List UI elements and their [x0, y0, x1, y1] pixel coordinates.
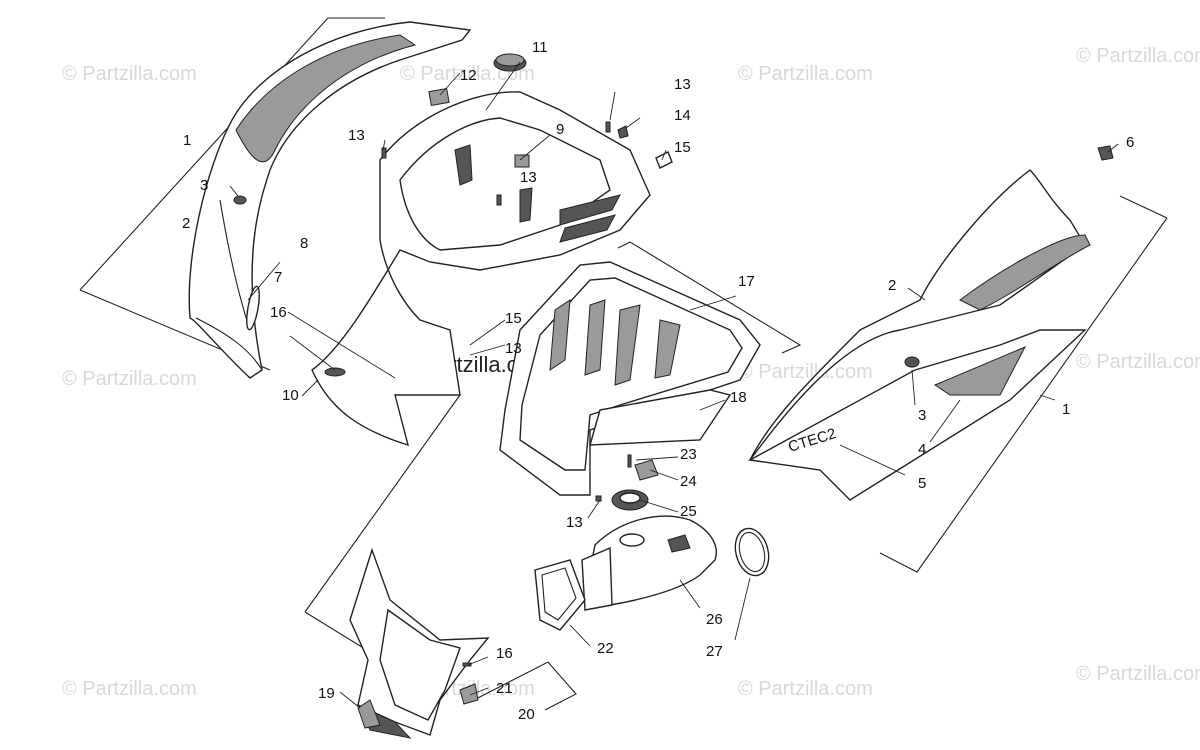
callout-13: 13 — [505, 340, 522, 357]
callout-7: 7 — [274, 269, 282, 286]
callout-18: 18 — [730, 389, 747, 406]
callout-4: 4 — [918, 441, 926, 458]
callout-13: 13 — [348, 127, 365, 144]
watermark: © Partzilla.com — [738, 361, 873, 383]
fasteners-top — [381, 121, 673, 206]
seal-22 — [534, 559, 586, 631]
callout-19: 19 — [318, 685, 335, 702]
watermark: © Partzilla.com — [1076, 45, 1200, 67]
airbox-17 — [499, 261, 761, 496]
clamp-27 — [734, 527, 770, 577]
callout-16: 16 — [270, 304, 287, 321]
callout-15: 15 — [505, 310, 522, 327]
mount-23-24-25 — [595, 454, 659, 511]
callout-27: 27 — [706, 643, 723, 660]
callout-13: 13 — [520, 169, 537, 186]
watermark: © Partzilla.com — [1076, 663, 1200, 685]
seal-7 — [246, 285, 260, 331]
group-bracket-right-panel — [879, 195, 1168, 573]
leader-lines — [229, 61, 1119, 709]
callout-6: 6 — [1126, 134, 1134, 151]
callout-13: 13 — [566, 514, 583, 531]
callout-20: 20 — [518, 706, 535, 723]
callout-26: 26 — [706, 611, 723, 628]
callout-2: 2 — [888, 277, 896, 294]
callout-21: 21 — [496, 680, 513, 697]
watermark: © Partzilla.com — [62, 368, 197, 390]
group-bracket-airbox — [617, 241, 802, 354]
callout-3: 3 — [918, 407, 926, 424]
callout-13: 13 — [674, 76, 691, 93]
duct-26 — [581, 515, 717, 611]
callout-2: 2 — [182, 215, 190, 232]
callout-9: 9 — [556, 121, 564, 138]
callout-24: 24 — [680, 473, 697, 490]
callout-14: 14 — [674, 107, 691, 124]
callout-22: 22 — [597, 640, 614, 657]
left-side-panel — [188, 21, 472, 379]
watermark: © Partzilla.com — [1076, 351, 1200, 373]
callouts: 1 2 3 7 8 16 10 13 12 11 9 13 13 14 15 1… — [182, 39, 1134, 723]
callout-16: 16 — [496, 645, 513, 662]
cap-11 — [493, 53, 527, 72]
watermark: © Partzilla.com — [62, 678, 197, 700]
callout-8: 8 — [300, 235, 308, 252]
watermark: © Partzilla.com — [738, 63, 873, 85]
watermarks: © Partzilla.com © Partzilla.com © Partzi… — [62, 45, 1200, 700]
callout-1: 1 — [183, 132, 191, 149]
callout-11: 11 — [532, 39, 548, 56]
hood-8 — [311, 87, 651, 447]
callout-23: 23 — [680, 446, 697, 463]
watermark: © Partzilla.com — [62, 63, 197, 85]
lower-fascia — [349, 547, 490, 739]
callout-5: 5 — [918, 475, 926, 492]
watermark: © Partzilla.com — [738, 678, 873, 700]
callout-3: 3 — [200, 177, 208, 194]
callout-17: 17 — [738, 273, 755, 290]
callout-15: 15 — [674, 139, 691, 156]
callout-12: 12 — [460, 67, 477, 84]
right-side-panel: CTEC2 — [747, 145, 1114, 501]
callout-1: 1 — [1062, 401, 1070, 418]
callout-10: 10 — [282, 387, 299, 404]
callout-25: 25 — [680, 503, 697, 520]
